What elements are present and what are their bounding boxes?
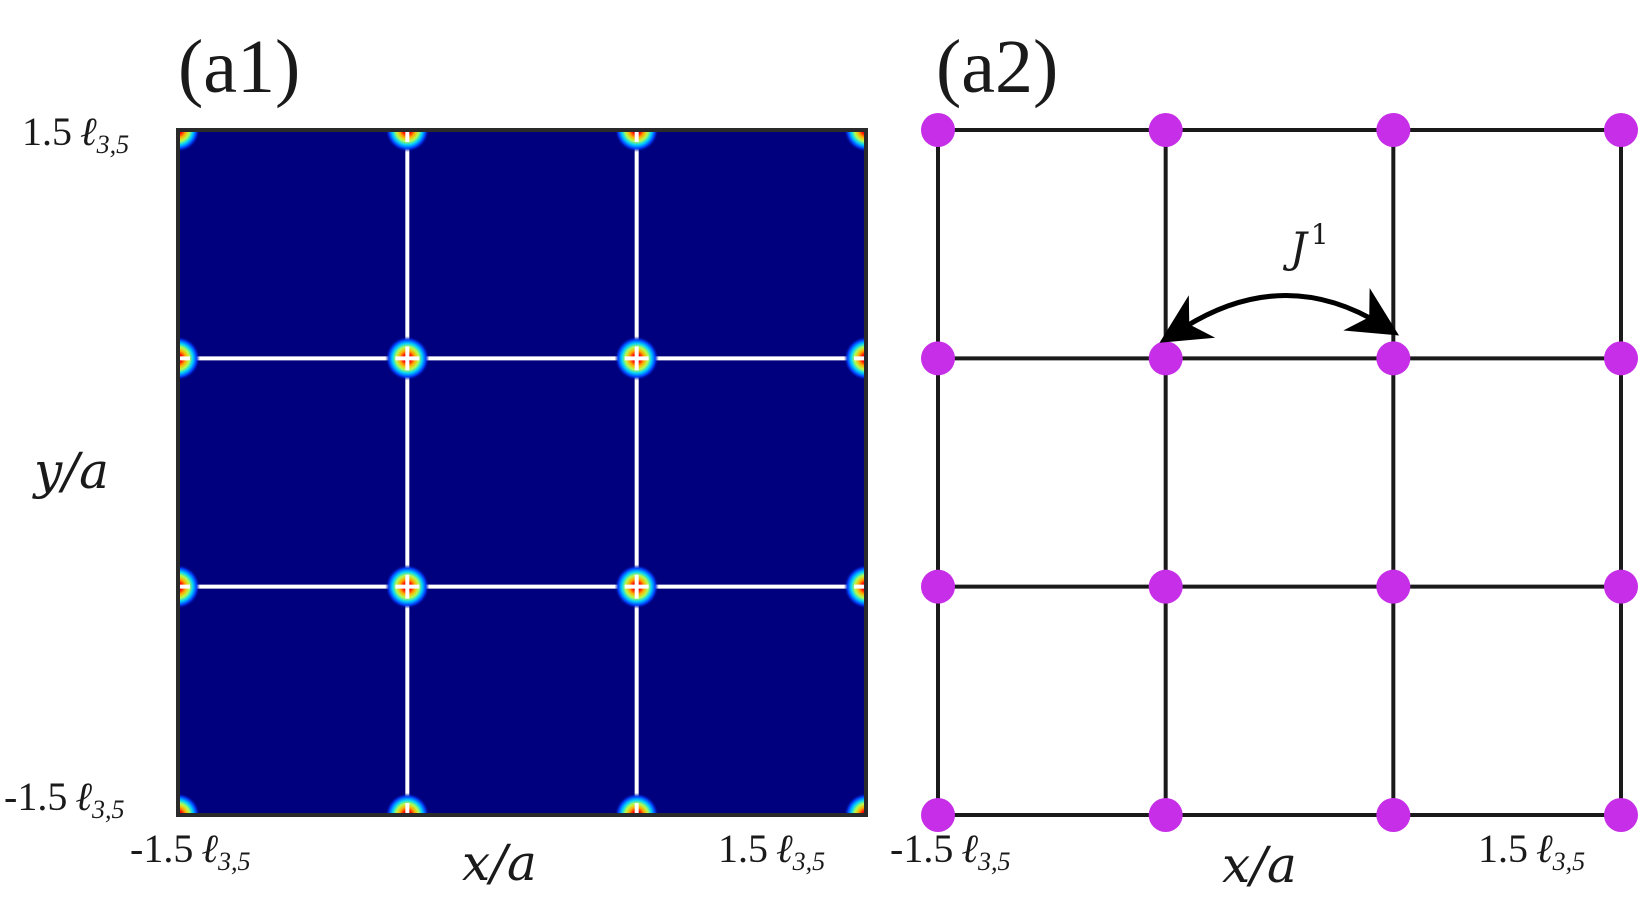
- lattice-site-1-1: [1148, 569, 1183, 604]
- lattice-site-2-1: [1148, 341, 1183, 376]
- panel-a2-label: (a2): [936, 25, 1058, 109]
- lattice-site-3-2: [1376, 113, 1411, 147]
- a1-x-axis-label: x/a: [462, 834, 537, 892]
- lattice-site-2-3: [1604, 341, 1638, 376]
- lattice-site-1-2: [1376, 569, 1411, 604]
- heatmap-frame: [176, 128, 868, 817]
- heatmap-background: [178, 130, 866, 815]
- density-peak-0-3: [844, 793, 866, 815]
- lattice-site-1-0: [921, 569, 955, 604]
- lattice-site-2-0: [921, 341, 955, 376]
- lattice-site-3-0: [921, 113, 955, 147]
- a2-x-axis-label: x/a: [1222, 836, 1297, 894]
- lattice-site-3-1: [1148, 113, 1183, 147]
- lattice-site-0-3: [1604, 798, 1638, 832]
- panel-a1-label: (a1): [178, 25, 300, 109]
- lattice-site-0-2: [1376, 798, 1411, 832]
- lattice-bonds: [936, 128, 1623, 817]
- lattice-site-3-3: [1604, 113, 1638, 147]
- lattice-site-2-2: [1376, 341, 1411, 376]
- lattice-site-0-0: [921, 798, 955, 832]
- coupling-arrow: [1159, 287, 1400, 343]
- heatmap-peaks: [178, 130, 866, 815]
- a1-y-axis-label: y/a: [32, 442, 109, 500]
- density-peak-3-0: [178, 130, 200, 152]
- lattice-sites: [921, 113, 1638, 832]
- lattice-site-0-1: [1148, 798, 1183, 832]
- lattice-site-1-3: [1604, 569, 1638, 604]
- density-peak-3-3: [844, 130, 866, 152]
- heatmap-grid: [178, 130, 866, 815]
- density-peak-0-0: [178, 793, 200, 815]
